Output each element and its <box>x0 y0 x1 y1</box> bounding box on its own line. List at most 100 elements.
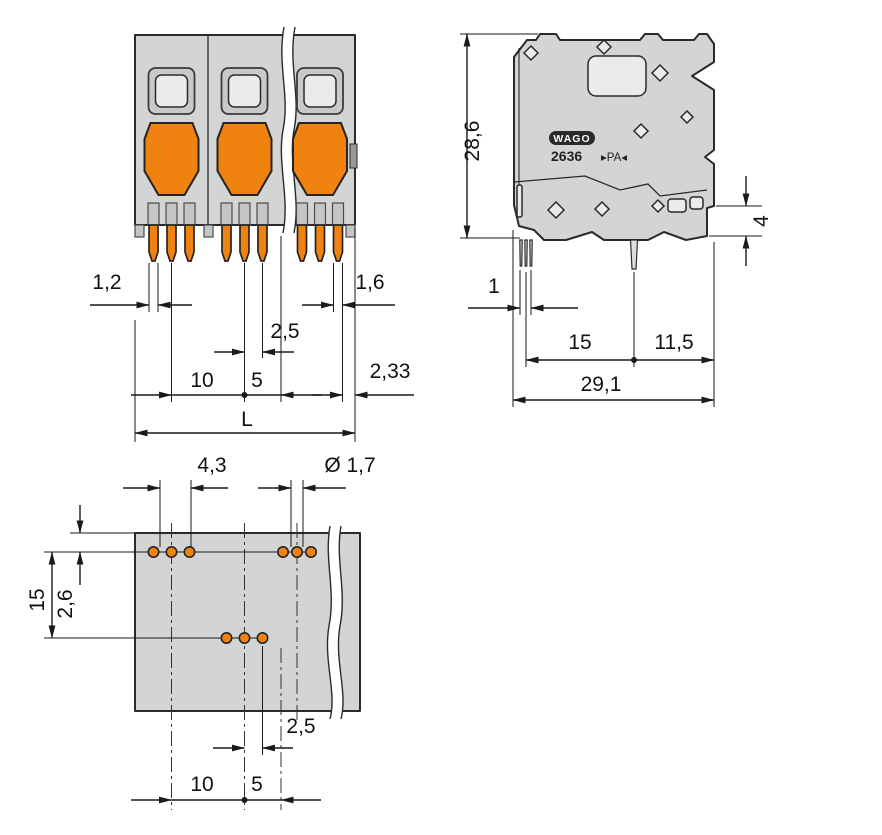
dim-side-width: 29,1 <box>581 373 622 396</box>
drill-hole <box>304 545 317 558</box>
bottom-opening <box>689 196 704 210</box>
drill-hole <box>290 545 303 558</box>
dim-side-pin-to-edge: 11,5 <box>654 331 693 354</box>
housing-part-line <box>513 175 708 197</box>
dim-front-half-pitch: 5 <box>251 369 263 392</box>
front-view: 1,2 1,6 2,5 10 5 2,33 L <box>90 26 414 442</box>
break-line <box>326 525 333 720</box>
pin-channel <box>313 202 327 226</box>
solder-pin <box>519 239 523 267</box>
pin-channel <box>183 202 196 226</box>
top-opening <box>587 55 647 97</box>
mold-mark <box>546 200 566 220</box>
drill-hole <box>183 545 196 558</box>
dim-front-pin-width-right: 1,6 <box>355 271 384 294</box>
pin-channel <box>256 202 269 226</box>
break-line <box>337 525 344 720</box>
solder-pin <box>629 239 639 270</box>
mold-mark <box>650 198 666 214</box>
bottom-opening <box>667 198 687 213</box>
push-button <box>303 74 337 108</box>
solder-pin <box>239 224 250 262</box>
footprint-dimensions: 4,3 Ø 1,7 15 2,6 2,5 10 5 <box>26 454 376 804</box>
footprint-holes <box>147 545 317 644</box>
solder-pin <box>148 224 159 262</box>
front-dimensions: 1,2 1,6 2,5 10 5 2,33 L <box>90 228 414 442</box>
clamp-lever <box>143 122 200 196</box>
solder-pin <box>221 224 232 262</box>
drill-hole <box>238 631 251 644</box>
front-pole-1 <box>143 67 200 262</box>
wago-logo-text: WAGO <box>553 133 590 145</box>
footprint-plate <box>134 532 361 712</box>
dim-footprint-hole-pair-span: 4,3 <box>197 454 226 477</box>
dim-origin-dot <box>241 392 248 398</box>
bottom-stub <box>345 224 356 238</box>
pin-channel <box>238 202 251 226</box>
bottom-stub <box>134 224 145 238</box>
bottom-stub <box>203 224 214 238</box>
dim-footprint-half-pitch: 5 <box>251 773 263 796</box>
mold-mark <box>650 63 670 83</box>
mold-mark <box>632 122 650 140</box>
clamp-lever <box>292 122 348 196</box>
dim-side-height: 28,6 <box>461 121 484 162</box>
mold-mark <box>679 109 695 125</box>
solder-pin <box>184 224 195 262</box>
push-button <box>154 74 189 108</box>
drill-hole <box>256 631 269 644</box>
side-housing <box>513 33 715 241</box>
dim-footprint-hole-spacing: 2,5 <box>286 715 315 738</box>
solder-pin <box>529 239 533 267</box>
dim-side-foot-height: 4 <box>750 215 773 227</box>
drill-hole <box>276 545 289 558</box>
footprint-break <box>326 525 344 720</box>
pin-channel <box>295 202 309 226</box>
drill-hole <box>147 545 160 558</box>
footprint-centerlines <box>44 523 316 810</box>
dim-front-pin-spacing: 2,5 <box>270 320 299 343</box>
dim-footprint-pitch: 10 <box>190 773 213 796</box>
break-line <box>291 26 297 234</box>
mold-mark <box>522 44 540 62</box>
side-dimensions: 28,6 4 1 15 11,5 29,1 <box>460 33 773 407</box>
wago-logo-badge <box>549 131 595 145</box>
solder-pin <box>524 239 528 267</box>
drill-hole <box>165 545 178 558</box>
solder-pin <box>166 224 177 262</box>
side-details: WAGO 2636 ▸PA◂ <box>513 38 708 220</box>
dim-footprint-hole-diameter: Ø 1,7 <box>324 454 375 477</box>
dim-origin-dot <box>631 357 637 363</box>
side-pins <box>519 239 639 270</box>
solder-pin <box>296 224 308 262</box>
clamp-lever <box>216 122 273 196</box>
solder-pin <box>332 224 344 262</box>
side-latch <box>349 143 358 169</box>
mold-mark <box>593 200 611 218</box>
material-marking: ▸PA◂ <box>601 152 627 164</box>
dim-origin-dot <box>241 797 248 803</box>
pin-channel <box>147 202 160 226</box>
dim-front-length: L <box>241 408 253 431</box>
dim-footprint-row-span: 15 <box>26 588 49 611</box>
side-slot <box>516 184 523 218</box>
drill-hole <box>220 631 233 644</box>
dim-front-pitch: 10 <box>190 369 213 392</box>
pin-channel <box>331 202 345 226</box>
dim-side-pin-span: 15 <box>568 331 591 354</box>
dim-side-pin-width: 1 <box>488 275 500 298</box>
dim-footprint-row-offset: 2,6 <box>54 589 77 618</box>
footprint-view: 4,3 Ø 1,7 15 2,6 2,5 10 5 <box>26 454 376 810</box>
series-marking: 2636 <box>551 148 582 164</box>
front-break <box>280 26 297 234</box>
mold-mark <box>595 38 613 56</box>
break-line <box>280 26 286 234</box>
pin-channel <box>220 202 233 226</box>
front-pole-2 <box>216 67 273 262</box>
push-button <box>227 74 262 108</box>
solder-pin <box>314 224 326 262</box>
front-pole-3 <box>292 67 348 262</box>
dim-front-edge-offset: 2,33 <box>370 360 411 383</box>
